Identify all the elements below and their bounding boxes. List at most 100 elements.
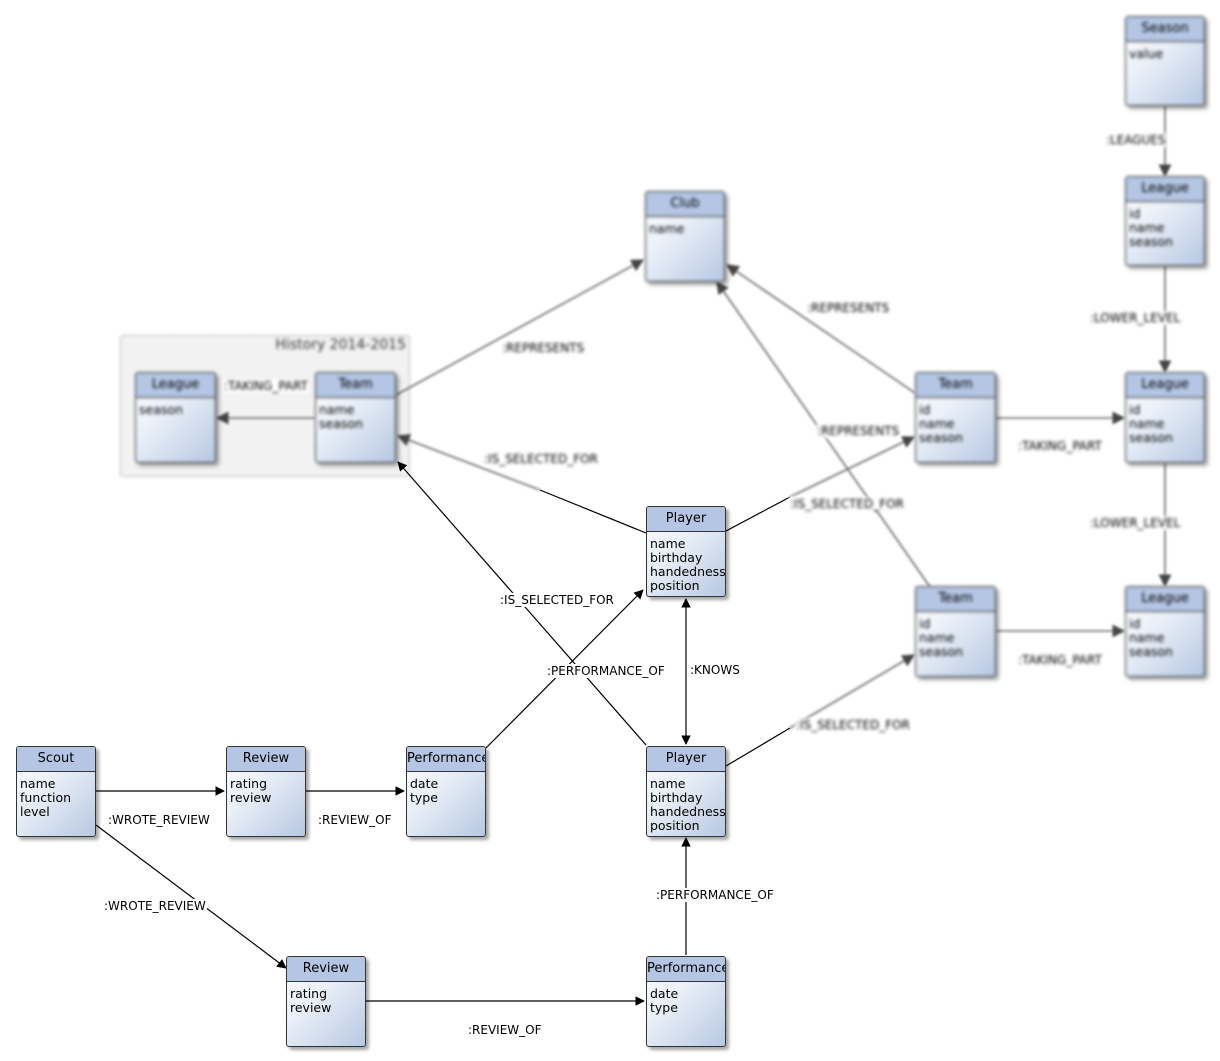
node-attribute: name (20, 776, 56, 791)
node-season[interactable]: Season value (1125, 16, 1205, 106)
node-attribute: id (919, 616, 931, 631)
node-attribute: season (1129, 234, 1173, 249)
node-attribute: birthday (650, 550, 703, 565)
node-attribute: season (1129, 430, 1173, 445)
node-attribute: date (410, 776, 439, 791)
node-title: Season (1126, 17, 1204, 42)
node-club[interactable]: Club name (645, 191, 725, 282)
edge-selected-r1 (789, 436, 916, 498)
node-attribute: id (1129, 206, 1141, 221)
edge-label-is-selected-for: :IS_SELECTED_FOR (795, 718, 911, 732)
edge-label-represents: :REPRESENTS (501, 341, 586, 355)
edge-label-wrote-review: :WROTE_REVIEW (103, 899, 207, 913)
node-attribute: season (919, 644, 963, 659)
edge-label-wrote-review: :WROTE_REVIEW (107, 813, 211, 827)
node-title: Team (316, 373, 395, 398)
node-attribute: type (410, 790, 438, 805)
node-title: League (1126, 587, 1204, 612)
node-attribute: season (1129, 644, 1173, 659)
node-attribute: level (20, 804, 50, 819)
node-attribute: id (1129, 402, 1141, 417)
node-title: Player (647, 747, 725, 772)
node-title: Review (227, 747, 305, 772)
edge-label-taking-part: :TAKING_PART (1017, 653, 1103, 667)
node-attribute: birthday (650, 790, 703, 805)
node-attribute: position (650, 578, 700, 593)
node-attribute: season (919, 430, 963, 445)
node-attribute: name (649, 221, 685, 236)
node-attribute: name (919, 416, 955, 431)
node-title: Review (287, 957, 365, 982)
node-title: Player (647, 507, 725, 532)
edge-label-represents: :REPRESENTS (816, 424, 901, 438)
node-attribute: name (919, 630, 955, 645)
node-title: Performance (647, 957, 725, 982)
node-attribute: season (319, 416, 363, 431)
edge-label-review-of: :REVIEW_OF (467, 1023, 543, 1037)
node-attribute: position (650, 818, 700, 833)
edge-label-performance-of: :PERFORMANCE_OF (546, 664, 666, 678)
node-attribute: rating (290, 986, 328, 1001)
edge-label-performance-of: :PERFORMANCE_OF (655, 888, 775, 902)
node-attribute: review (230, 790, 272, 805)
node-attribute: function (20, 790, 72, 805)
node-attribute: date (650, 986, 679, 1001)
node-attribute: name (1129, 220, 1165, 235)
edge-label-knows: :KNOWS (689, 663, 741, 677)
edge-label-lower-level: :LOWER_LEVEL (1089, 516, 1182, 530)
edge-represents-1 (725, 264, 916, 394)
node-attribute: name (319, 402, 355, 417)
node-title: Team (916, 373, 995, 398)
edge-label-is-selected-for: :IS_SELECTED_FOR (483, 452, 599, 466)
history-group-title: History 2014-2015 (275, 337, 406, 353)
node-title: Team (916, 587, 995, 612)
edge-label-represents: :REPRESENTS (806, 301, 891, 315)
node-attribute: name (1129, 416, 1165, 431)
node-attribute: name (1129, 630, 1165, 645)
node-attribute: name (650, 536, 686, 551)
edge-label-review-of: :REVIEW_OF (317, 813, 393, 827)
node-attribute: review (290, 1000, 332, 1015)
node-attribute: value (1129, 46, 1164, 61)
edge-label-is-selected-for: :IS_SELECTED_FOR (499, 593, 615, 607)
node-attribute: id (1129, 616, 1141, 631)
edge-selected-hist-a (396, 434, 541, 491)
edge-label-leagues: :LEAGUES (1105, 133, 1167, 147)
node-title: Performance (407, 747, 485, 772)
edge-label-taking-part: :TAKING_PART (1017, 439, 1103, 453)
node-title: League (1126, 177, 1204, 202)
edge-represents-hist (395, 259, 645, 396)
edge-wrote-review-b (95, 824, 287, 969)
node-title: Scout (17, 747, 95, 772)
node-league-history[interactable]: League season (135, 372, 216, 463)
node-attribute: type (650, 1000, 678, 1015)
node-attribute: season (139, 402, 183, 417)
edge-label-taking-part: :TAKING_PART (223, 379, 309, 393)
node-attribute: handedness (650, 804, 726, 819)
node-title: Club (646, 192, 724, 217)
node-attribute: rating (230, 776, 268, 791)
node-attribute: handedness (650, 564, 726, 579)
node-title: League (1126, 373, 1204, 398)
edge-selected-r2 (789, 654, 916, 729)
node-attribute: name (650, 776, 686, 791)
node-attribute: id (919, 402, 931, 417)
edge-label-is-selected-for: :IS_SELECTED_FOR (789, 497, 905, 511)
edge-label-lower-level: :LOWER_LEVEL (1089, 311, 1182, 325)
node-title: League (136, 373, 215, 398)
